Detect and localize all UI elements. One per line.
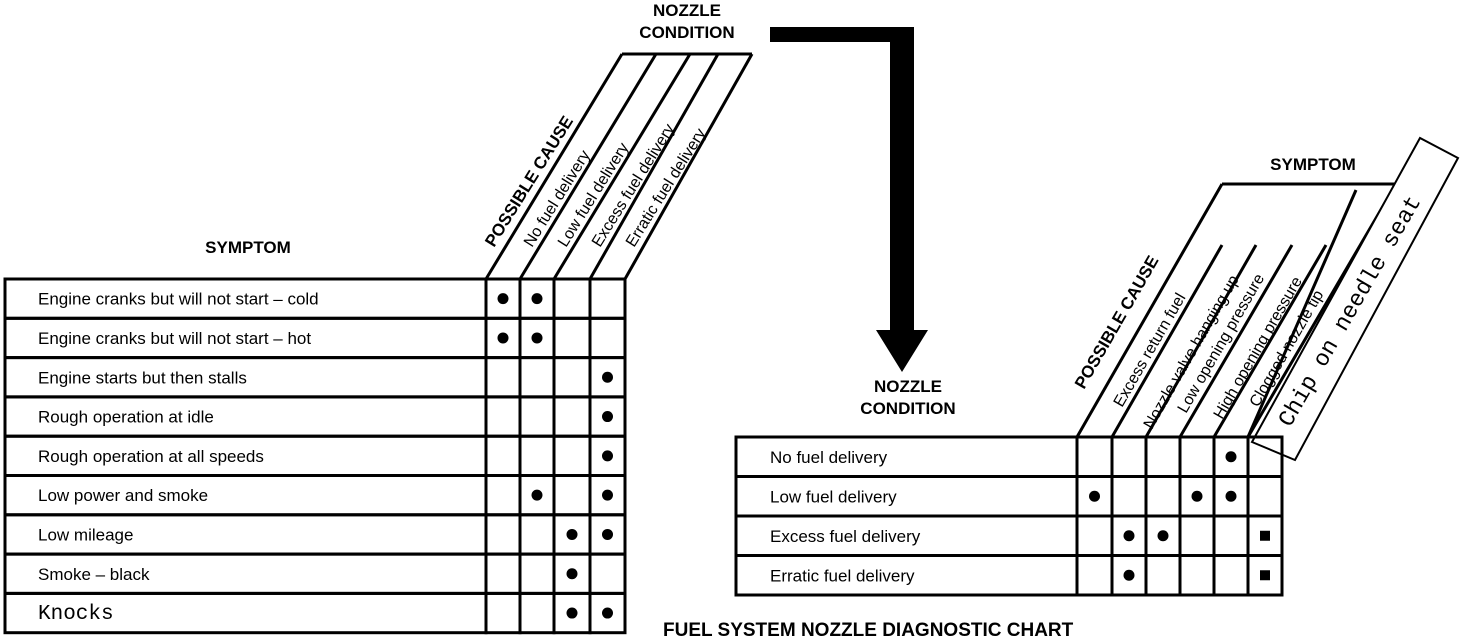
left-mark-dot (602, 371, 613, 383)
right-mark-dot (1157, 530, 1169, 542)
right-grid-cell (1144, 554, 1182, 597)
left-row-label: Engine cranks but will not start – cold (38, 290, 319, 309)
left-column-group-line2: CONDITION (639, 23, 734, 42)
left-mark-dot (531, 293, 543, 305)
left-mark-dot (497, 293, 509, 305)
right-mark-dot (1123, 530, 1135, 542)
right-chart: SYMPTOM NOZZLE CONDITION POSSIBLE CAUSE … (734, 136, 1460, 597)
right-mark-dot (1225, 451, 1237, 463)
right-mark-dot (1191, 490, 1203, 502)
left-column-group-line1: NOZZLE (653, 1, 721, 20)
right-mark-square (1260, 570, 1270, 581)
left-grid-cell (518, 513, 556, 556)
left-grid-cell (484, 591, 522, 635)
left-grid-cell (518, 356, 556, 399)
left-grid-cell (588, 316, 627, 360)
right-column-group: SYMPTOM (1270, 155, 1356, 174)
left-chart: NOZZLE CONDITION POSSIBLE CAUSE No fuel … (3, 1, 754, 635)
chart-title: FUEL SYSTEM NOZZLE DIAGNOSTIC CHART (663, 620, 1074, 638)
left-mark-dot (531, 489, 543, 501)
left-grid-cell (588, 591, 627, 635)
left-row-label: Engine starts but then stalls (38, 368, 247, 387)
right-row-label: Excess fuel delivery (770, 527, 921, 546)
left-mark-dot (497, 332, 509, 344)
right-grid-cell (1178, 435, 1216, 478)
left-grid-cell (484, 552, 522, 595)
left-slanted-header-frame (484, 52, 754, 280)
right-grid-cell (1212, 554, 1250, 597)
right-mark-square (1260, 530, 1270, 541)
left-grid-cell (484, 474, 522, 517)
left-row-label: Engine cranks but will not start – hot (38, 329, 311, 348)
right-mark-dot (1225, 490, 1237, 502)
right-row-header-line2: CONDITION (860, 399, 955, 418)
left-grid-cell (484, 434, 522, 478)
right-grid-cell (1144, 435, 1182, 478)
right-grid-cell (1246, 554, 1284, 597)
right-grid-cell (1110, 435, 1148, 478)
right-row-header-line1: NOZZLE (874, 377, 942, 396)
left-mark-dot (531, 332, 543, 344)
left-mark-dot (602, 489, 613, 501)
right-mark-dot (1123, 569, 1135, 581)
left-mark-dot (566, 607, 578, 619)
left-grid-cell (588, 552, 627, 595)
left-mark-dot (602, 411, 613, 423)
left-grid-cell (518, 552, 556, 595)
left-mark-dot (566, 568, 578, 580)
left-grid-cell (484, 356, 522, 399)
right-grid-cell (1178, 554, 1216, 597)
right-mark-dot (1089, 490, 1100, 502)
right-col-label-6: Chip on needle seat (1274, 191, 1428, 431)
left-row-label: Low mileage (38, 525, 133, 544)
left-mark-dot (602, 607, 613, 619)
right-grid-cell (1212, 514, 1250, 557)
right-grid-cell (1075, 514, 1114, 557)
left-row-header: SYMPTOM (205, 238, 291, 257)
left-grid-cell (484, 513, 522, 556)
left-row-label: Rough operation at all speeds (38, 447, 264, 466)
right-row-label: Erratic fuel delivery (770, 566, 915, 585)
left-row-label: Rough operation at idle (38, 408, 214, 427)
left-row-label: Low power and smoke (38, 486, 208, 505)
left-mark-dot (602, 450, 613, 462)
left-row-label: Smoke – black (38, 565, 150, 584)
right-grid-cell (1075, 435, 1114, 478)
right-grid-cell (1178, 514, 1216, 557)
left-row-label: Knocks (38, 603, 114, 626)
left-grid-cell (552, 395, 592, 438)
right-grid-cell (1144, 475, 1182, 518)
left-grid-cell (552, 434, 592, 478)
left-grid-cell (552, 277, 592, 320)
right-row-label: Low fuel delivery (770, 487, 897, 506)
left-grid-cell (552, 356, 592, 399)
right-grid-cell (1075, 554, 1114, 597)
left-grid-cell (518, 591, 556, 635)
flow-arrow (770, 27, 928, 372)
right-row-label: No fuel delivery (770, 448, 888, 467)
left-grid-cell (552, 474, 592, 517)
left-grid-cell (484, 395, 522, 438)
left-grid-cell (518, 395, 556, 438)
right-grid-cell (1110, 475, 1148, 518)
left-mark-dot (566, 528, 578, 540)
left-grid-cell (552, 316, 592, 360)
left-grid: Engine cranks but will not start – coldE… (3, 277, 627, 635)
right-grid-cell (1246, 475, 1284, 518)
left-grid-cell (518, 434, 556, 478)
left-mark-dot (602, 528, 613, 540)
left-grid-cell (588, 277, 627, 320)
